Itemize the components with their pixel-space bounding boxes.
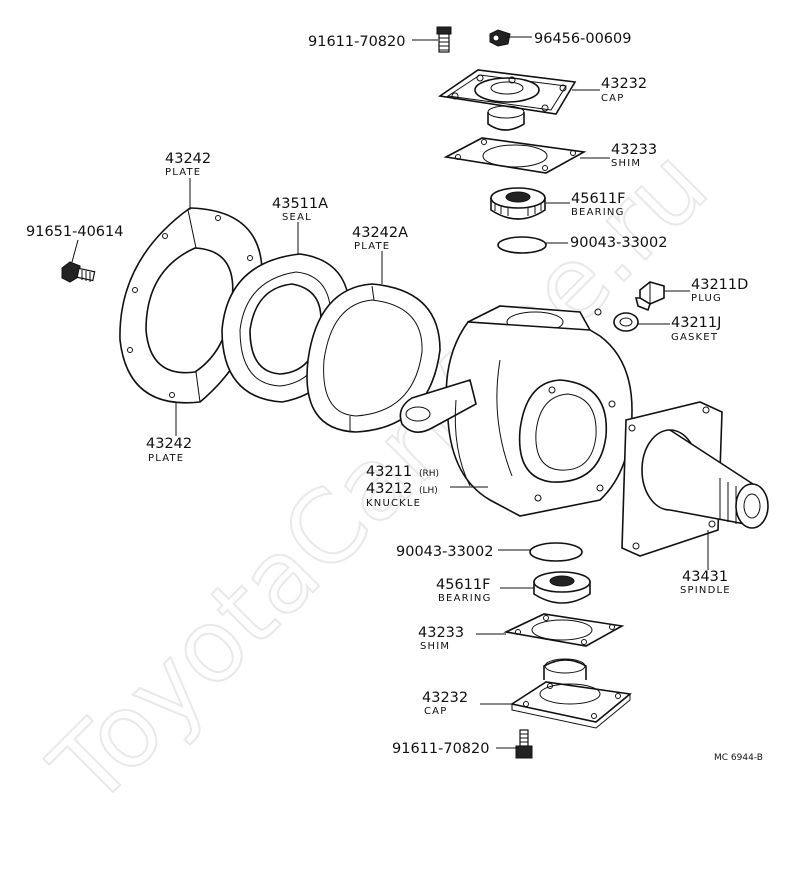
part-name-plate-outer-bottom: PLATE — [148, 453, 184, 464]
part-name-spindle: SPINDLE — [680, 585, 731, 596]
part-number-cap-bottom: 43232 — [422, 690, 468, 706]
inner-plate-part — [306, 283, 441, 433]
part-number-plate-outer-top: 43242 — [165, 151, 211, 167]
bottom-shim-part — [503, 613, 625, 647]
top-shim-part — [443, 137, 587, 174]
leader-lines — [71, 36, 709, 749]
bottom-disc-part — [529, 542, 583, 562]
part-suffix-knuckle-rh: (RH) — [419, 469, 439, 479]
part-name-bearing-bottom: BEARING — [438, 593, 492, 604]
bottom-cap-part — [509, 658, 632, 729]
knuckle-part — [399, 305, 633, 517]
part-name-shim-bottom: SHIM — [420, 641, 450, 652]
part-number-bearing-bottom: 45611F — [436, 577, 490, 593]
top-bearing-part — [490, 187, 546, 220]
part-name-plate-inner: PLATE — [354, 241, 390, 252]
part-number-shim-top: 43233 — [611, 142, 657, 158]
part-number-nipple: 96456-00609 — [534, 31, 632, 47]
part-name-cap-bottom: CAP — [424, 706, 447, 717]
top-bolt-part — [436, 26, 452, 53]
part-number-disc-top: 90043-33002 — [570, 235, 668, 251]
part-number-cap-top: 43232 — [601, 76, 647, 92]
part-number-shim-bottom: 43233 — [418, 625, 464, 641]
part-number-bolt-top: 91611-70820 — [308, 34, 406, 50]
part-name-bearing-top: BEARING — [571, 207, 625, 218]
top-disc-part — [497, 236, 547, 254]
bottom-bolt-part — [515, 729, 533, 759]
part-number-plug: 43211D — [691, 277, 748, 293]
part-number-bolt-bottom: 91611-70820 — [392, 741, 490, 757]
part-number-disc-bottom: 90043-33002 — [396, 544, 494, 560]
part-name-shim-top: SHIM — [611, 158, 641, 169]
diagram-code: MC 6944-B — [714, 753, 763, 763]
part-number-bearing-top: 45611F — [571, 191, 625, 207]
part-name-plug: PLUG — [691, 293, 722, 304]
part-number-plate-inner: 43242A — [352, 225, 408, 241]
top-cap-part — [437, 69, 577, 131]
part-number-seal: 43511A — [272, 196, 328, 212]
part-name-cap-top: CAP — [601, 93, 624, 104]
gasket-part — [613, 312, 639, 332]
spindle-part — [621, 401, 769, 557]
part-number-gasket: 43211J — [671, 315, 721, 331]
part-number-plate-outer-bottom: 43242 — [146, 436, 192, 452]
part-number-bolt-left: 91651-40614 — [26, 224, 124, 240]
bottom-bearing-part — [533, 571, 591, 604]
left-bolt-part — [61, 261, 96, 283]
plug-part — [634, 281, 665, 312]
part-name-gasket: GASKET — [671, 332, 718, 343]
part-number-knuckle-lh: 43212 — [366, 481, 412, 497]
part-name-knuckle: KNUCKLE — [366, 498, 421, 509]
part-number-spindle: 43431 — [682, 569, 728, 585]
part-name-seal: SEAL — [282, 212, 312, 223]
part-name-plate-outer-top: PLATE — [165, 167, 201, 178]
part-suffix-knuckle-lh: (LH) — [419, 486, 438, 496]
grease-nipple-part — [489, 29, 511, 47]
part-number-knuckle-rh: 43211 — [366, 464, 412, 480]
